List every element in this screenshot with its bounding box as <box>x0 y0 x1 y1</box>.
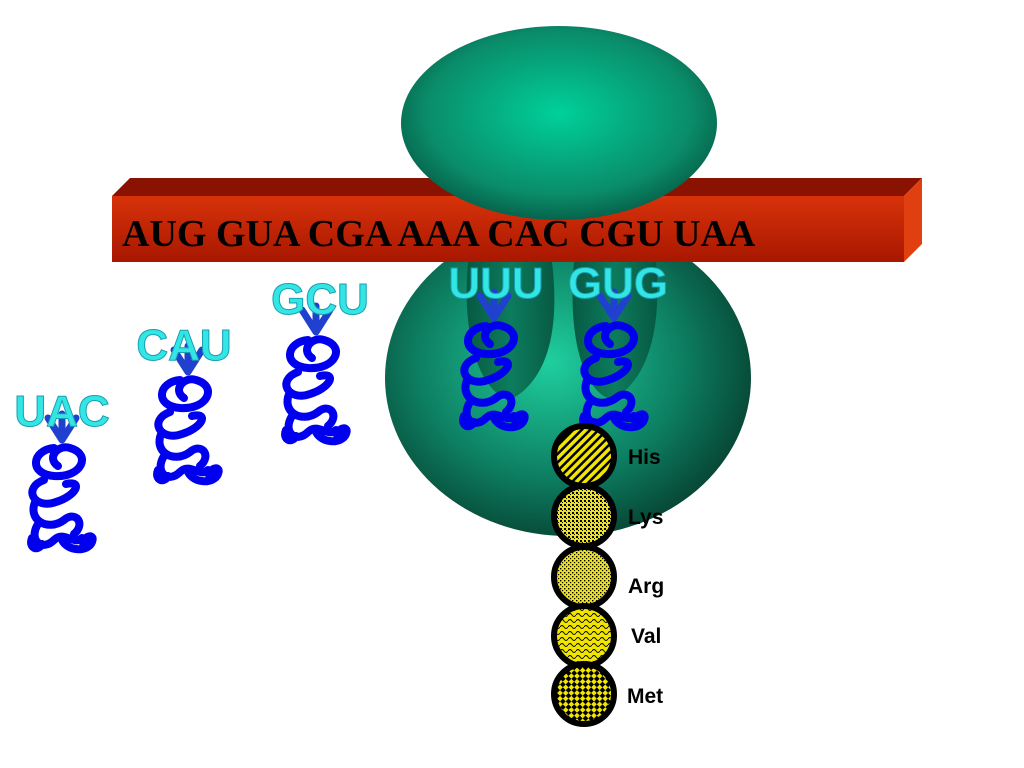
amino-acid-his <box>551 423 617 489</box>
anticodon-uac: UAC <box>14 387 109 436</box>
amino-acid-label-lys: Lys <box>628 506 663 529</box>
amino-acid-label-arg: Arg <box>628 575 664 598</box>
amino-acid-lys <box>551 483 617 549</box>
anticodon-gug: GUG <box>568 259 668 308</box>
mrna-sequence: AUG GUA CGA AAA CAC CGU UAA <box>122 213 756 255</box>
amino-acid-label-his: His <box>628 446 661 469</box>
anticodon-uuu: UUU <box>448 259 543 308</box>
anticodon-cau: CAU <box>136 321 231 370</box>
polypeptide-chain <box>551 423 617 727</box>
ribosome-a-site <box>572 262 658 400</box>
trna-gcu <box>285 306 347 441</box>
anticodon-gcu: GCU <box>271 275 369 324</box>
amino-acid-arg <box>551 544 617 610</box>
amino-acid-met <box>551 661 617 727</box>
amino-acid-label-met: Met <box>627 685 663 708</box>
ribosome-small-subunit <box>401 26 717 220</box>
amino-acid-val <box>551 603 617 669</box>
amino-acid-label-val: Val <box>631 625 661 648</box>
trna-group: UAC CAU GCU UUU GUG <box>14 259 669 549</box>
